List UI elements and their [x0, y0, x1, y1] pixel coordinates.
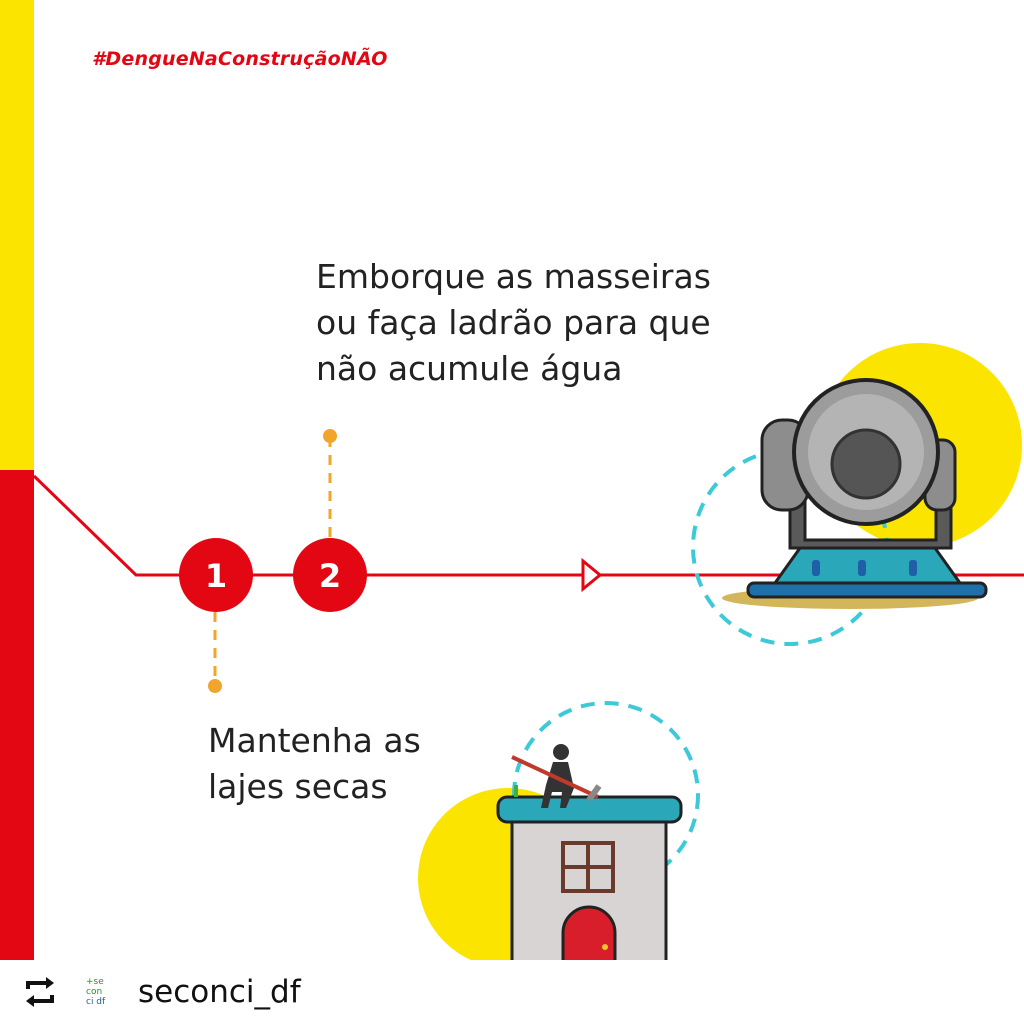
step-1-number: 1 — [205, 557, 227, 595]
svg-text:+se: +se — [86, 977, 104, 987]
repost-footer — [0, 960, 1024, 1024]
timeline-line — [32, 474, 1024, 577]
step-1-dot — [208, 679, 222, 693]
step-1-caption-line: lajes secas — [208, 767, 388, 806]
step-2-caption: Emborque as masseiras ou faça ladrão par… — [316, 254, 711, 392]
concrete-mixer-illustration — [691, 343, 1022, 646]
step-2-caption-line: ou faça ladrão para que — [316, 303, 711, 342]
svg-text:ci df: ci df — [86, 997, 106, 1007]
step-2-caption-line: Emborque as masseiras — [316, 257, 711, 296]
step-2-number: 2 — [319, 557, 341, 595]
step-2-dot — [323, 429, 337, 443]
building-illustration — [418, 701, 700, 993]
account-username[interactable]: seconci_df — [138, 974, 301, 1010]
step-1-circle — [179, 538, 253, 612]
step-2-caption-line: não acumule água — [316, 349, 623, 388]
hashtag-title: #DengueNaConstruçãoNÃO — [92, 48, 388, 70]
yellow-side-stripe — [0, 0, 34, 470]
seconci-logo: +se con ci df — [86, 977, 106, 1007]
timeline-arrow — [581, 557, 603, 593]
red-side-stripe — [0, 470, 34, 960]
step-2-circle — [293, 538, 367, 612]
svg-text:con: con — [86, 987, 102, 997]
step-1-caption-line: Mantenha as — [208, 721, 421, 760]
step-1-caption: Mantenha as lajes secas — [208, 718, 421, 810]
repost-icon[interactable] — [22, 975, 58, 1018]
